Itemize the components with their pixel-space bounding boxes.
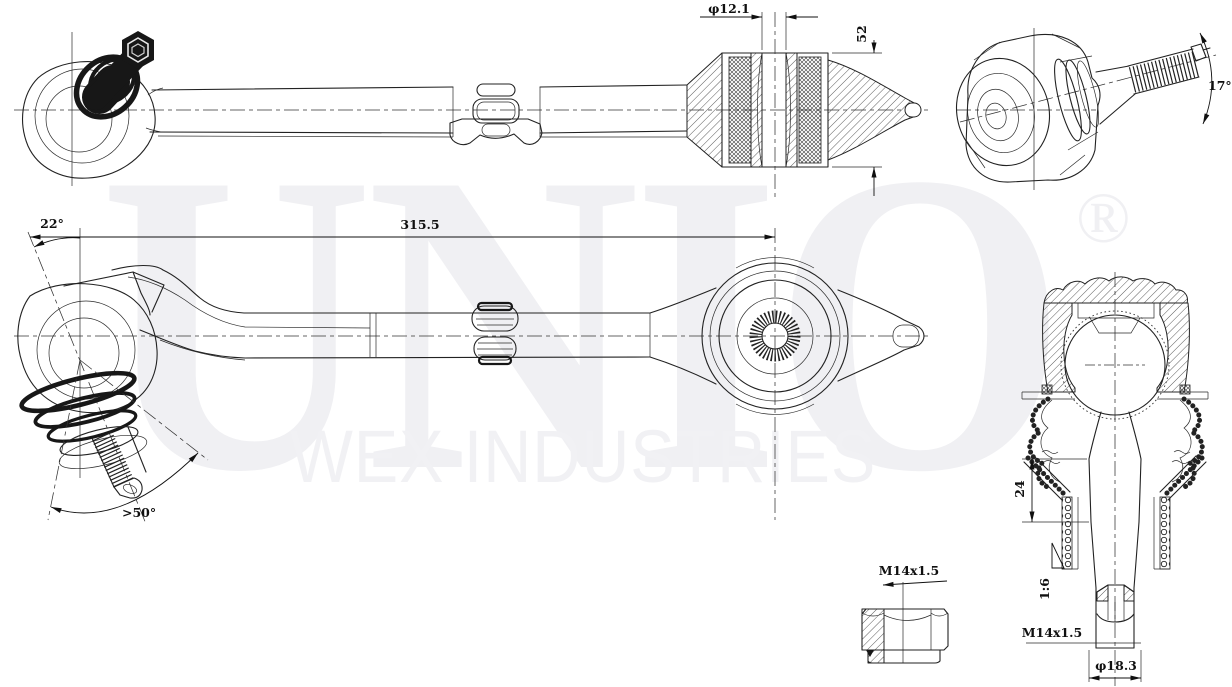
top-view-rod — [149, 84, 688, 138]
dim-bore-diameter-label: φ12.1 — [708, 1, 750, 16]
top-view-stud — [73, 31, 154, 120]
section-housing — [1021, 276, 1209, 400]
dim-overall-length-label: 315.5 — [400, 217, 439, 232]
front-view-boot-rings — [19, 370, 148, 470]
nut-body — [861, 608, 949, 664]
dim-taper-label: 1:6 — [1037, 578, 1052, 600]
dim-section-thread: M14x1.5 — [1022, 625, 1141, 644]
dim-taper: 1:6 — [1037, 542, 1065, 600]
dim-boot-depth: 24 — [1012, 458, 1089, 523]
isometric-view: 17° — [955, 28, 1232, 190]
front-view-bushing-eye — [701, 257, 925, 415]
iso-ball-joint-body — [955, 33, 1101, 183]
dim-nut-thread: M14x1.5 — [879, 563, 948, 663]
dim-bore-diameter: φ12.1 — [700, 1, 818, 50]
dim-shank-diameter: φ18.3 — [1088, 650, 1142, 682]
dim-nut-thread-label: M14x1.5 — [879, 563, 939, 578]
dim-stud-angle: 17° — [1199, 32, 1232, 125]
watermark-subtitle: WEX INDUSTRIES — [290, 415, 877, 498]
top-view-bushing-section — [686, 12, 922, 198]
dim-overall-length: 315.5 — [29, 217, 775, 240]
section-ball-stud — [1060, 310, 1170, 649]
iso-collar-rings — [1054, 55, 1100, 151]
front-view-clips — [471, 301, 519, 366]
top-view: φ12.1 52 — [14, 1, 932, 198]
lock-nut-view: M14x1.5 — [861, 563, 949, 664]
dim-bushing-width: 52 — [832, 25, 882, 196]
dim-boot-depth-label: 24 — [1012, 480, 1027, 498]
top-view-clip-bracket — [449, 83, 543, 146]
dim-head-angle: 22° — [33, 216, 81, 248]
dim-shank-diameter-label: φ18.3 — [1095, 658, 1137, 673]
ball-joint-section-view: 24 1:6 M14x1.5 φ18.3 — [1012, 272, 1209, 686]
front-view: 22° 315.5 — [14, 216, 932, 525]
dim-section-thread-label: M14x1.5 — [1022, 625, 1082, 640]
registered-trademark-icon: ® — [1076, 178, 1131, 258]
watermark-brand: UNIO — [100, 85, 1067, 561]
dim-stud-angle-label: 17° — [1208, 78, 1232, 93]
front-view-arm — [111, 264, 717, 385]
dim-bushing-width-label: 52 — [854, 25, 869, 42]
iso-threaded-stud — [1095, 43, 1211, 125]
dim-swing-angle: >50° — [47, 359, 209, 521]
dim-head-angle-label: 22° — [40, 216, 64, 231]
dim-swing-angle-label: >50° — [122, 505, 156, 520]
front-view-threaded-stud — [91, 426, 147, 499]
